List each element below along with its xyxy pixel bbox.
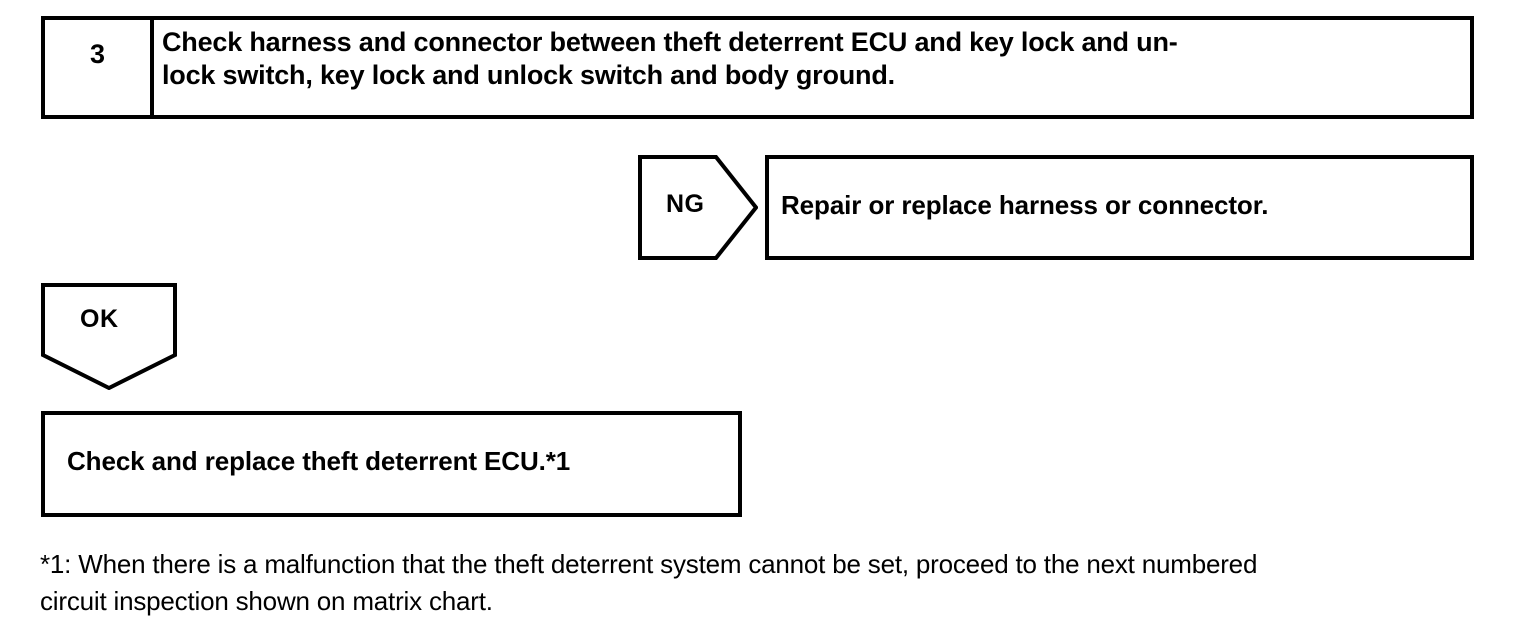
ok-result-box: Check and replace theft deterrent ECU.*1 bbox=[41, 411, 742, 517]
step-instruction-text: Check harness and connector between thef… bbox=[162, 27, 1178, 90]
step-number-cell: 3 bbox=[45, 20, 154, 115]
footnote-text: *1: When there is a malfunction that the… bbox=[40, 549, 1258, 616]
step-row-table: 3 Check harness and connector between th… bbox=[41, 16, 1474, 119]
ok-branch-label: OK bbox=[80, 305, 119, 333]
ok-arrow-shape bbox=[41, 283, 177, 390]
step-number: 3 bbox=[89, 39, 106, 69]
ok-result-text: Check and replace theft deterrent ECU.*1 bbox=[67, 446, 571, 476]
ng-arrow-shape bbox=[638, 155, 758, 260]
ng-branch-label: NG bbox=[666, 190, 705, 218]
ng-result-box: Repair or replace harness or connector. bbox=[765, 155, 1474, 260]
ng-result-text: Repair or replace harness or connector. bbox=[781, 190, 1269, 220]
step-instruction-cell: Check harness and connector between thef… bbox=[154, 20, 1470, 115]
